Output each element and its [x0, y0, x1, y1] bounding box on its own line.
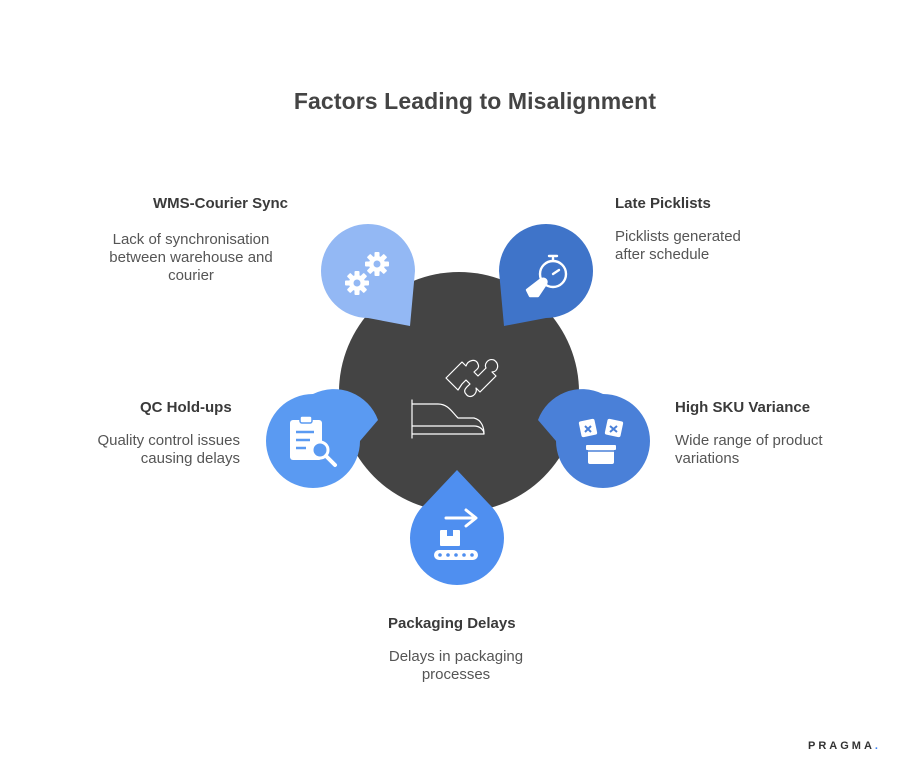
brand-dot: .	[874, 740, 878, 752]
factor-desc-wms-courier-sync: Lack of synchronisation between warehous…	[109, 231, 273, 284]
factor-desc-late-picklists: Picklists generated after schedule	[615, 228, 741, 263]
brand-name: PRAGMA	[808, 740, 875, 752]
droplet-high-sku-variance	[538, 389, 650, 488]
factor-heading-high-sku-variance: High SKU Variance	[675, 399, 811, 416]
center-circle	[339, 272, 579, 512]
droplet-late-picklists	[499, 224, 593, 326]
page-title: Factors Leading to Misalignment	[293, 88, 657, 114]
factor-heading-wms-courier-sync: WMS-Courier Sync	[153, 195, 289, 212]
factor-desc-packaging-delays: Delays in packaging processes	[388, 648, 524, 683]
factor-heading-late-picklists: Late Picklists	[615, 195, 711, 212]
droplet-packaging-delays	[410, 470, 504, 585]
puzzle-hand-icon	[411, 359, 499, 439]
clipboard-search-icon	[290, 415, 337, 467]
droplet-qc-holdups	[266, 389, 378, 488]
factor-heading-qc-holdups: QC Hold-ups	[140, 399, 232, 416]
conveyor-package-icon	[434, 508, 478, 560]
droplet-wms-courier-sync	[321, 224, 415, 326]
factor-desc-qc-holdups: Quality control issues causing delays	[97, 432, 240, 467]
gears-icon	[345, 252, 389, 295]
factor-heading-packaging-delays: Packaging Delays	[388, 615, 516, 632]
brand-logo: PRAGMA.	[808, 740, 878, 752]
product-variants-icon	[578, 418, 624, 464]
factor-desc-high-sku-variance: Wide range of product variations	[675, 432, 823, 467]
stopwatch-hand-icon	[525, 254, 568, 298]
